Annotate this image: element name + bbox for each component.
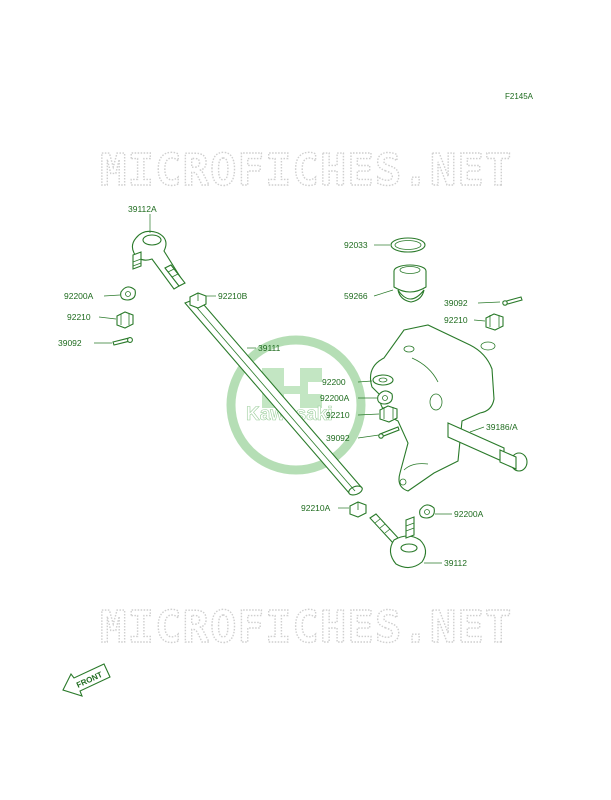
washer-92200A-left[interactable] — [120, 286, 136, 301]
steering-knuckle-39186[interactable] — [369, 324, 528, 492]
part-label-92200-mid[interactable]: 92200 — [322, 377, 346, 387]
part-label-92210-mid[interactable]: 92210 — [326, 410, 350, 420]
part-label-92033[interactable]: 92033 — [344, 240, 368, 250]
figure-code: F2145A — [505, 92, 534, 101]
washer-92200-mid[interactable] — [372, 374, 394, 386]
part-label-92210A[interactable]: 92210A — [301, 503, 331, 513]
tie-rod-end-39112A[interactable] — [131, 230, 186, 290]
washer-92200A-lower[interactable] — [419, 504, 435, 519]
castle-nut-92210-mid[interactable] — [379, 405, 398, 423]
tie-rod-end-39112[interactable] — [369, 513, 427, 569]
washer-92200A-mid[interactable] — [377, 390, 393, 405]
watermark-text-bottom: MICROFICHES.NET — [100, 602, 512, 653]
cotter-pin-39092-mid[interactable] — [378, 426, 400, 439]
part-label-39092-left[interactable]: 39092 — [58, 338, 82, 348]
part-label-39111[interactable]: 39111 — [258, 343, 281, 353]
castle-nut-92210-right[interactable] — [485, 313, 504, 331]
cotter-pin-39092-left[interactable] — [112, 337, 133, 346]
part-label-59266[interactable]: 59266 — [344, 291, 368, 301]
part-label-92210-right[interactable]: 92210 — [444, 315, 468, 325]
part-label-92200A-mid[interactable]: 92200A — [320, 393, 350, 403]
lock-nut-92210A[interactable] — [349, 501, 367, 518]
part-label-92200A-lower[interactable]: 92200A — [454, 509, 484, 519]
lock-nut-92210B[interactable] — [189, 292, 207, 309]
part-labels: 39112A 92200A 92210 39092 92210B 39111 9… — [58, 204, 518, 568]
part-label-92210-left[interactable]: 92210 — [67, 312, 91, 322]
castle-nut-92210-left[interactable] — [116, 311, 134, 329]
watermark: MICROFICHES.NET MICROFICHES.NET Kawasaki — [99, 144, 512, 653]
ball-joint-59266[interactable] — [393, 264, 427, 303]
part-label-39092-right[interactable]: 39092 — [444, 298, 468, 308]
part-label-92200A-left[interactable]: 92200A — [64, 291, 94, 301]
leader-lines — [94, 214, 501, 564]
part-label-39112[interactable]: 39112 — [444, 558, 467, 568]
front-arrow: FRONT — [62, 663, 111, 697]
part-label-92210B[interactable]: 92210B — [218, 291, 248, 301]
watermark-text-top: MICROFICHES.NET — [100, 145, 512, 196]
part-label-39112A[interactable]: 39112A — [128, 204, 157, 214]
part-label-39186-A[interactable]: 39186/A — [486, 422, 518, 432]
circlip-92033[interactable] — [390, 237, 426, 253]
cotter-pin-39092-right[interactable] — [502, 296, 523, 306]
part-label-39092-mid[interactable]: 39092 — [326, 433, 350, 443]
